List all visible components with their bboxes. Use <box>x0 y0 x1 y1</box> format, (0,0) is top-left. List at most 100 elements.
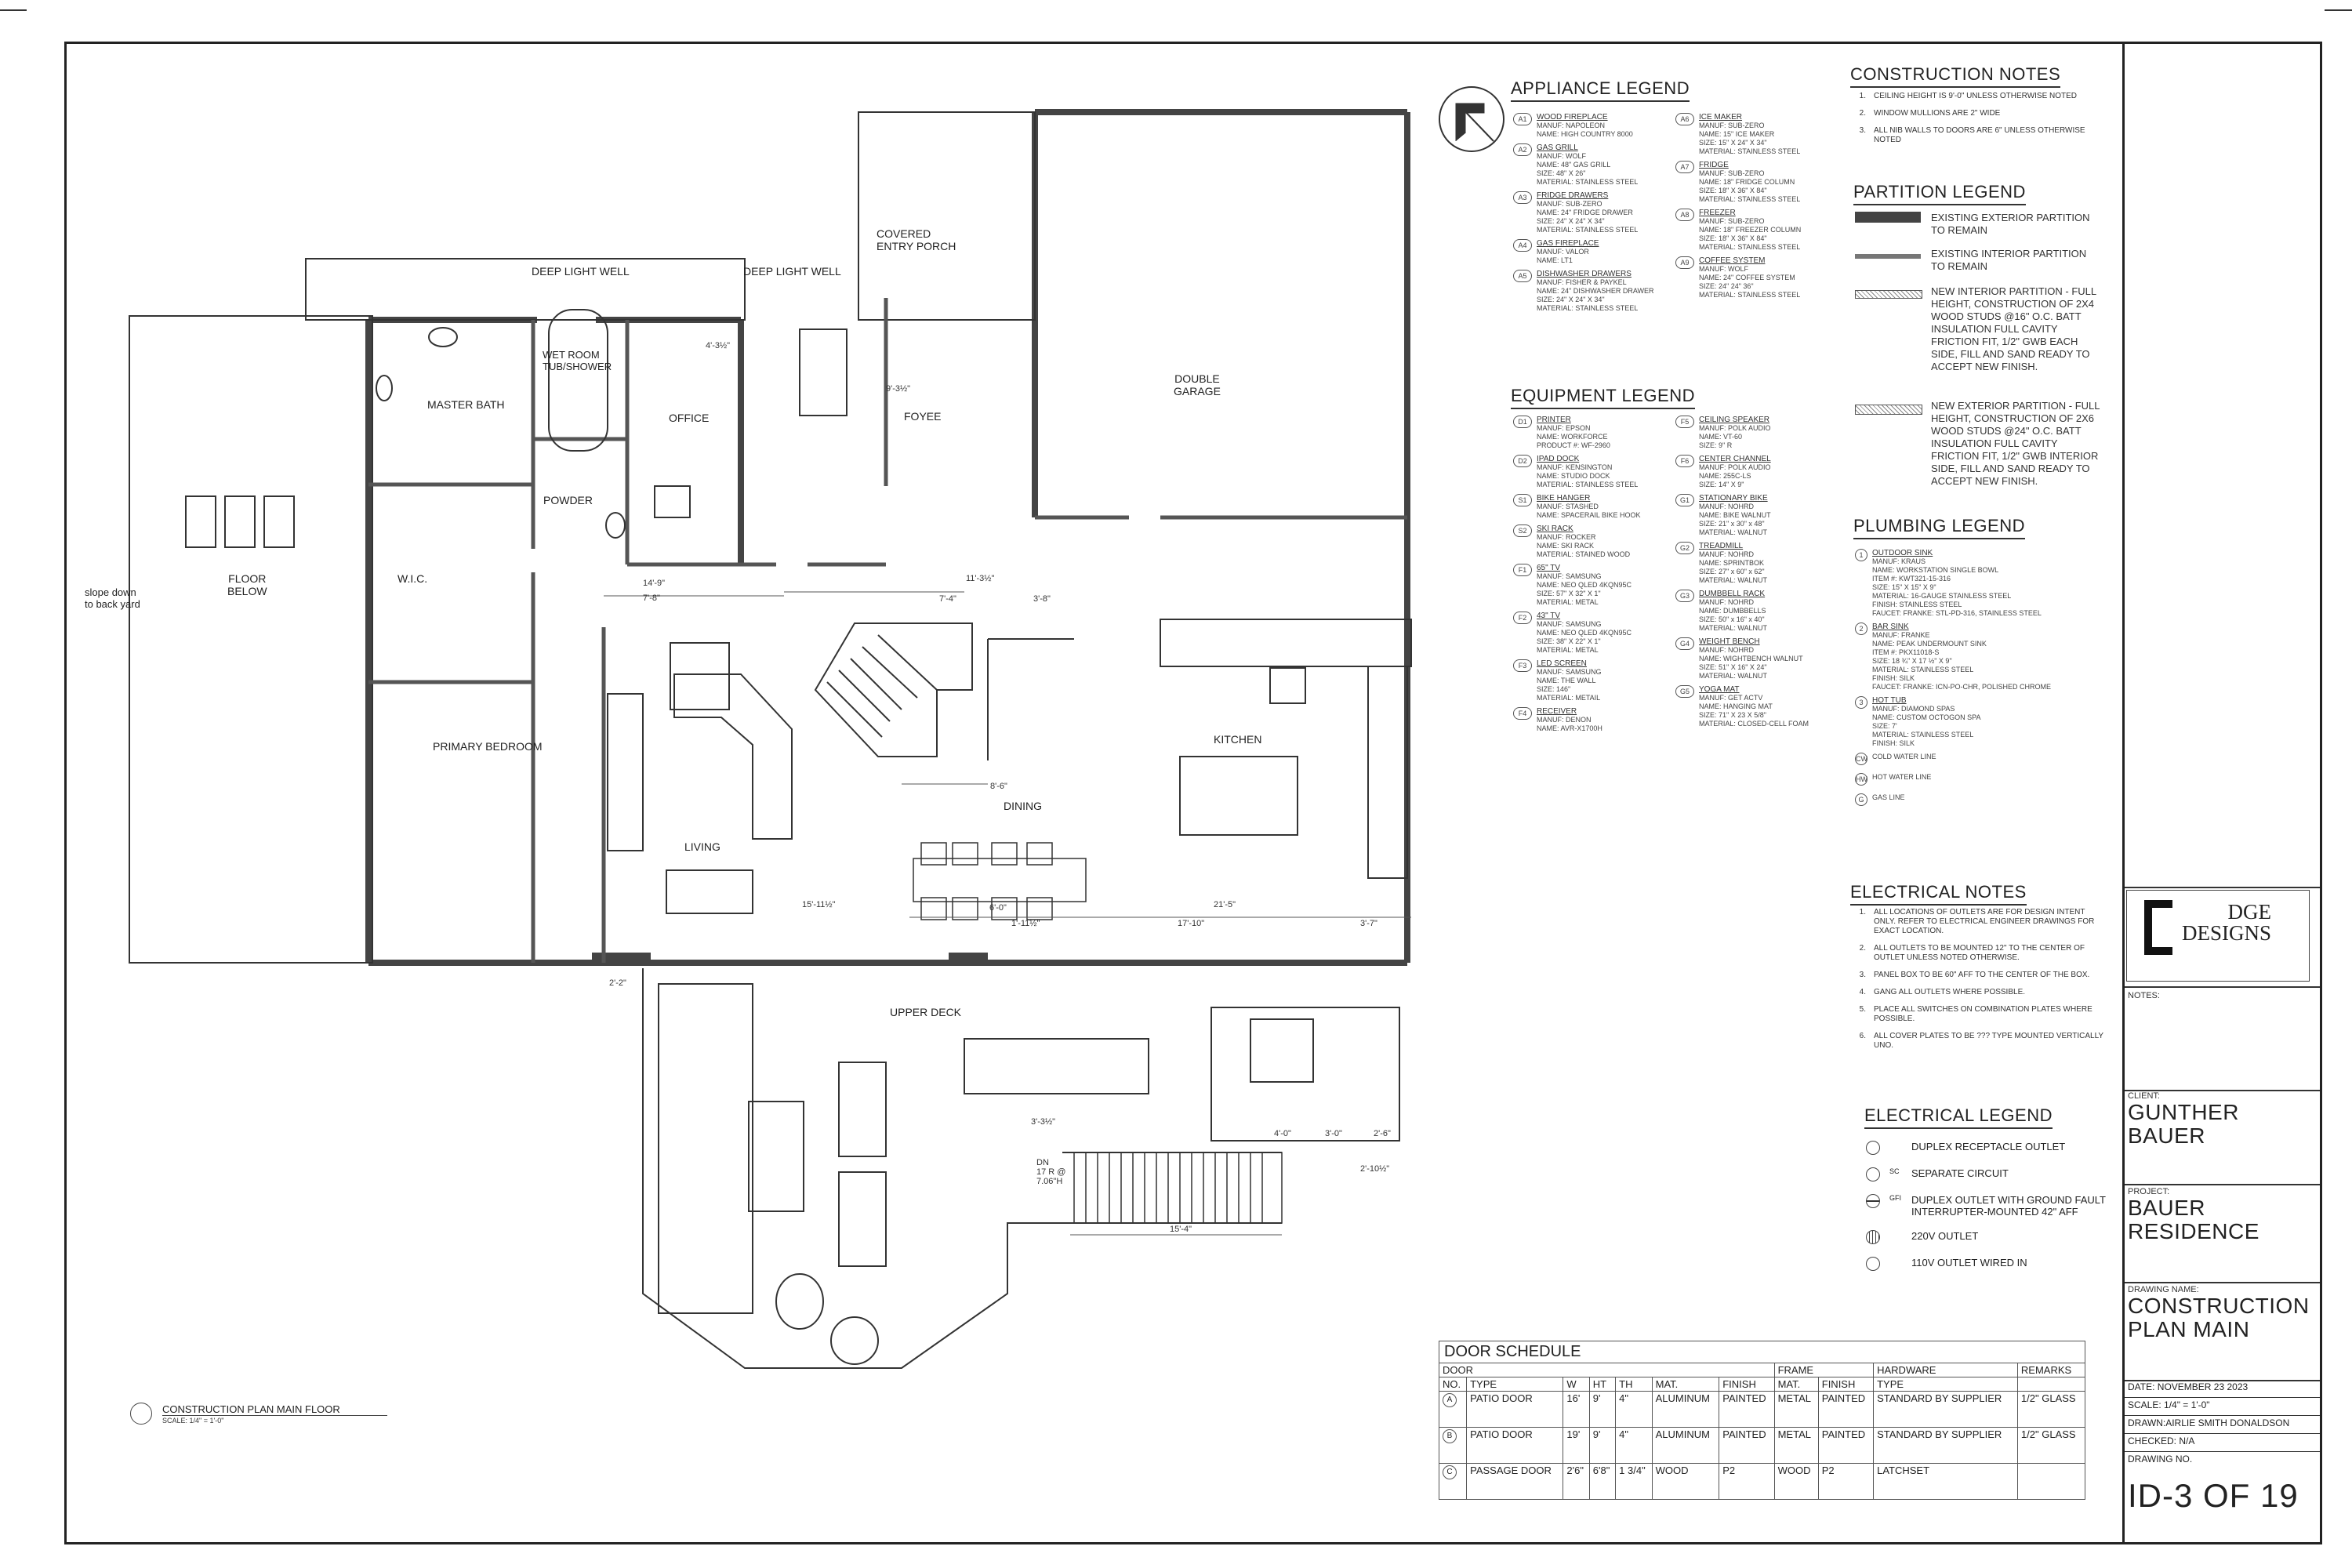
room-label-slope: slope down to back yard <box>85 586 140 610</box>
legend-symbol-suffix: SC <box>1889 1167 1900 1175</box>
drawing-name-label: DRAWING NAME: <box>2128 1285 2199 1294</box>
construction-notes-list: 1.CEILING HEIGHT IS 9'-0" UNLESS OTHERWI… <box>1852 92 2103 153</box>
appliance-legend-title: APPLIANCE LEGEND <box>1511 78 1690 102</box>
note-text: WINDOW MULLIONS ARE 2" WIDE <box>1874 109 2001 118</box>
note-text: GANG ALL OUTLETS WHERE POSSIBLE. <box>1874 988 2026 996</box>
dim-text: 3'-7" <box>1360 919 1377 928</box>
tag-bubble: G4 <box>1675 637 1694 650</box>
stair <box>814 622 1074 760</box>
note-number: 4. <box>1859 988 1866 996</box>
drawing-no-label: DRAWING NO. <box>2128 1454 2193 1465</box>
legend-line: CW COLD WATER LINE <box>1855 753 2106 765</box>
note-number: 2. <box>1859 109 1866 118</box>
dim-text: 4'-0" <box>1274 1129 1291 1138</box>
tag-bubble: A8 <box>1675 209 1694 221</box>
tag-bubble: S1 <box>1513 494 1532 506</box>
table-row: A PATIO DOOR 16' 9' 4" ALUMINUM PAINTED … <box>1438 1391 2086 1428</box>
dim-text: 3'-0" <box>1325 1129 1342 1138</box>
dim-text: 1'-11½" <box>1011 919 1040 928</box>
column-header: MAT. <box>1651 1377 1720 1392</box>
table-cell: 4" <box>1615 1391 1653 1428</box>
deck-stair <box>1073 1152 1283 1224</box>
door-schedule: DOOR SCHEDULE DOOR FRAME HARDWARE REMARK… <box>1438 1341 2086 1500</box>
legend-item: GFI DUPLEX OUTLET WITH GROUND FAULT INTE… <box>1866 1194 2117 1218</box>
room-label-office: OFFICE <box>669 412 710 424</box>
drawn-value: AIRLIE SMITH DONALDSON <box>2165 1417 2290 1428</box>
group-label: HARDWARE <box>1873 1363 2018 1377</box>
client-name: GUNTHER BAUER <box>2128 1100 2239 1148</box>
client-label: CLIENT: <box>2128 1091 2160 1101</box>
equipment-legend-title: EQUIPMENT LEGEND <box>1511 386 1695 409</box>
legend-text: 110V OUTLET WIRED IN <box>1911 1257 2027 1269</box>
item-name: 43" TV <box>1537 612 1561 620</box>
sheet-corner-mark-left <box>0 9 27 11</box>
legend-text: DUPLEX OUTLET WITH GROUND FAULT INTERRUP… <box>1911 1194 2106 1218</box>
item-details: MANUF: DENON NAME: AVR-X1700H <box>1537 716 1602 732</box>
table-header-row: NO. TYPE W HT TH MAT. FINISH MAT. FINISH… <box>1438 1377 2086 1392</box>
project-name: BAUER RESIDENCE <box>2128 1196 2259 1243</box>
table-cell: PAINTED <box>1817 1427 1875 1464</box>
table-cell: 9' <box>1588 1391 1617 1428</box>
tag-bubble: G <box>1855 793 1867 806</box>
tag-bubble: S2 <box>1513 524 1532 537</box>
note-text: ALL OUTLETS TO BE MOUNTED 12" TO THE CEN… <box>1874 944 2085 962</box>
partition-swatch-new-exterior <box>1855 405 1922 415</box>
table-cell: PAINTED <box>1719 1391 1775 1428</box>
upper-deck <box>642 968 1400 1369</box>
item-name: YOGA MAT <box>1699 685 1740 694</box>
notes-label: NOTES: <box>2128 991 2160 1000</box>
column-header <box>2016 1377 2086 1392</box>
table-cell: 16' <box>1563 1391 1590 1428</box>
table-group-header: DOOR FRAME HARDWARE REMARKS <box>1439 1363 2086 1377</box>
tag-bubble: CW <box>1855 753 1867 765</box>
table-cell: ALUMINUM <box>1651 1427 1720 1464</box>
item-details: MANUF: ROCKER NAME: SKI RACK MATERIAL: S… <box>1537 533 1631 558</box>
item-details: MANUF: SUB-ZERO NAME: 18" FREEZER COLUMN… <box>1699 217 1802 251</box>
legend-item: SC SEPARATE CIRCUIT <box>1866 1167 2117 1181</box>
drawing-name: CONSTRUCTION PLAN MAIN <box>2128 1294 2310 1341</box>
item-name: ICE MAKER <box>1699 113 1743 122</box>
tag-bubble: G5 <box>1675 685 1694 698</box>
kitchen-casework <box>1160 619 1412 879</box>
column-header: NO. <box>1438 1377 1468 1392</box>
table-cell: PASSAGE DOOR <box>1466 1463 1564 1500</box>
separate-circuit-icon <box>1866 1167 1880 1181</box>
legend-item: DUPLEX RECEPTACLE OUTLET <box>1866 1141 2117 1155</box>
door-no-cell: B <box>1438 1427 1468 1464</box>
line-text: COLD WATER LINE <box>1872 753 1936 760</box>
table-cell <box>2016 1463 2086 1500</box>
item-name: CEILING SPEAKER <box>1699 416 1770 424</box>
item-details: MANUF: NAPOLEON NAME: HIGH COUNTRY 8000 <box>1537 122 1633 138</box>
item-details: MANUF: VALOR NAME: LT1 <box>1537 248 1589 264</box>
item-name: WOOD FIREPLACE <box>1537 113 1608 122</box>
item-details: MANUF: FISHER & PAYKEL NAME: 24" DISHWAS… <box>1537 278 1654 312</box>
table-cell: P2 <box>1719 1463 1775 1500</box>
drawing-name-section: DRAWING NAME: CONSTRUCTION PLAN MAIN <box>2125 1282 2320 1381</box>
drawing-number: ID-3 OF 19 <box>2128 1477 2299 1514</box>
tag-bubble: A2 <box>1513 143 1532 156</box>
dim-text: 2'-10½" <box>1360 1164 1390 1174</box>
item-name: DUMBBELL RACK <box>1699 590 1766 598</box>
scale-label: SCALE: <box>2128 1399 2161 1410</box>
note-number: 1. <box>1859 92 1866 100</box>
table-cell: 4" <box>1615 1427 1653 1464</box>
dim-text: 3'-8" <box>1033 594 1051 604</box>
note-text: ALL NIB WALLS TO DOORS ARE 6" UNLESS OTH… <box>1874 126 2085 144</box>
item-details: MANUF: EPSON NAME: WORKFORCE PRODUCT #: … <box>1537 424 1610 449</box>
living-furniture <box>607 642 793 914</box>
tag-bubble: A1 <box>1513 113 1532 125</box>
dim-text: 3'-3½" <box>1031 1117 1056 1127</box>
note-item: 1.CEILING HEIGHT IS 9'-0" UNLESS OTHERWI… <box>1852 92 2103 101</box>
notes-section: NOTES: <box>2125 986 2320 1091</box>
note-item: 2. WINDOW MULLIONS ARE 2" WIDE <box>1852 109 2103 118</box>
